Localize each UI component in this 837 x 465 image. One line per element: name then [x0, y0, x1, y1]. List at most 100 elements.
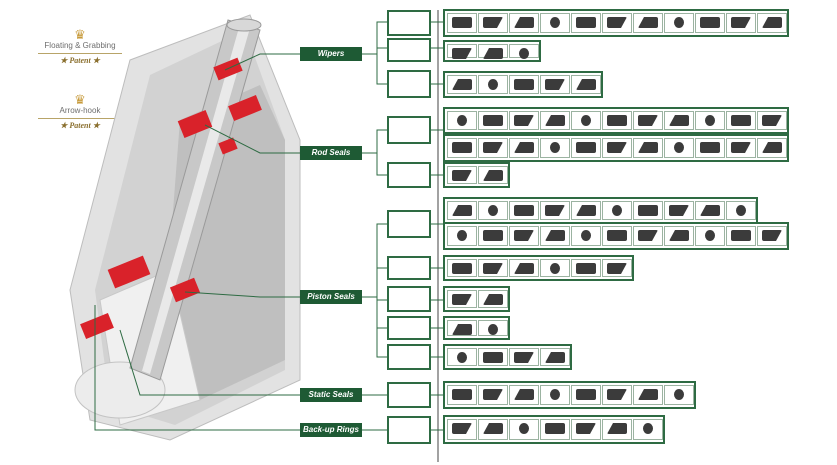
product-cell[interactable] — [540, 259, 570, 277]
product-cell[interactable] — [509, 201, 539, 220]
product-cell[interactable] — [540, 419, 570, 440]
product-cell[interactable] — [664, 111, 694, 130]
product-cell[interactable] — [540, 226, 570, 246]
product-cell[interactable] — [478, 166, 508, 184]
product-cell[interactable] — [664, 13, 694, 33]
product-cell[interactable] — [447, 320, 477, 336]
product-cell[interactable] — [726, 13, 756, 33]
product-cell[interactable] — [447, 111, 477, 130]
product-cell[interactable] — [571, 259, 601, 277]
product-cell[interactable] — [478, 138, 508, 158]
product-cell[interactable] — [447, 13, 477, 33]
product-cell[interactable] — [633, 226, 663, 246]
product-cell[interactable] — [602, 13, 632, 33]
product-cell[interactable] — [447, 419, 477, 440]
product-cell[interactable] — [478, 13, 508, 33]
product-cell[interactable] — [478, 111, 508, 130]
product-cell[interactable] — [509, 226, 539, 246]
product-cell[interactable] — [726, 201, 756, 220]
product-cell[interactable] — [602, 419, 632, 440]
product-cell[interactable] — [478, 419, 508, 440]
product-cell[interactable] — [726, 226, 756, 246]
product-cell[interactable] — [478, 385, 508, 405]
product-cell[interactable] — [571, 111, 601, 130]
product-cell[interactable] — [633, 111, 663, 130]
product-cell[interactable] — [633, 138, 663, 158]
product-cell[interactable] — [509, 75, 539, 94]
product-cell[interactable] — [540, 75, 570, 94]
product-cell[interactable] — [664, 138, 694, 158]
product-cell[interactable] — [726, 138, 756, 158]
product-cell[interactable] — [602, 138, 632, 158]
product-cell[interactable] — [509, 419, 539, 440]
product-cell[interactable] — [478, 226, 508, 246]
product-cell[interactable] — [633, 385, 663, 405]
product-cell[interactable] — [664, 385, 694, 405]
product-cell[interactable] — [726, 111, 756, 130]
product-cell[interactable] — [478, 75, 508, 94]
product-cell[interactable] — [540, 348, 570, 366]
product-cell[interactable] — [571, 138, 601, 158]
product-cell[interactable] — [602, 259, 632, 277]
product-row — [443, 255, 634, 281]
product-cell[interactable] — [571, 201, 601, 220]
product-cell[interactable] — [695, 13, 725, 33]
product-cell[interactable] — [540, 201, 570, 220]
product-cell[interactable] — [695, 111, 725, 130]
product-cell[interactable] — [633, 13, 663, 33]
product-cell[interactable] — [757, 138, 787, 158]
product-cell[interactable] — [602, 226, 632, 246]
profile-icon — [387, 38, 431, 62]
product-cell[interactable] — [602, 201, 632, 220]
product-cell[interactable] — [447, 201, 477, 220]
product-cell[interactable] — [447, 385, 477, 405]
product-cell[interactable] — [478, 348, 508, 366]
patent-title: Floating & Grabbing — [44, 41, 116, 50]
seal-profile-icon — [483, 142, 503, 153]
product-cell[interactable] — [540, 13, 570, 33]
product-cell[interactable] — [602, 385, 632, 405]
product-cell[interactable] — [478, 44, 508, 59]
product-cell[interactable] — [664, 201, 694, 220]
product-cell[interactable] — [695, 201, 725, 220]
product-cell[interactable] — [571, 226, 601, 246]
product-cell[interactable] — [478, 320, 508, 336]
product-cell[interactable] — [540, 138, 570, 158]
product-cell[interactable] — [695, 138, 725, 158]
product-cell[interactable] — [447, 75, 477, 94]
product-cell[interactable] — [540, 385, 570, 405]
product-cell[interactable] — [447, 259, 477, 277]
product-cell[interactable] — [540, 111, 570, 130]
product-cell[interactable] — [447, 290, 477, 308]
product-cell[interactable] — [447, 138, 477, 158]
product-cell[interactable] — [478, 290, 508, 308]
product-cell[interactable] — [478, 201, 508, 220]
seal-profile-icon — [674, 389, 684, 400]
product-cell[interactable] — [571, 75, 601, 94]
seal-profile-icon — [731, 142, 751, 153]
patent-title: Arrow-hook — [59, 106, 101, 115]
product-cell[interactable] — [757, 226, 787, 246]
product-cell[interactable] — [757, 13, 787, 33]
product-cell[interactable] — [509, 138, 539, 158]
product-cell[interactable] — [509, 13, 539, 33]
product-cell[interactable] — [571, 13, 601, 33]
product-cell[interactable] — [509, 44, 539, 59]
product-cell[interactable] — [447, 44, 477, 59]
product-cell[interactable] — [664, 226, 694, 246]
product-cell[interactable] — [633, 201, 663, 220]
product-cell[interactable] — [602, 111, 632, 130]
product-cell[interactable] — [571, 385, 601, 405]
product-cell[interactable] — [757, 111, 787, 130]
product-cell[interactable] — [478, 259, 508, 277]
product-cell[interactable] — [571, 419, 601, 440]
product-cell[interactable] — [447, 166, 477, 184]
product-cell[interactable] — [633, 419, 663, 440]
product-cell[interactable] — [509, 259, 539, 277]
product-cell[interactable] — [509, 111, 539, 130]
product-cell[interactable] — [447, 226, 477, 246]
product-cell[interactable] — [447, 348, 477, 366]
product-cell[interactable] — [509, 385, 539, 405]
product-cell[interactable] — [509, 348, 539, 366]
product-cell[interactable] — [695, 226, 725, 246]
